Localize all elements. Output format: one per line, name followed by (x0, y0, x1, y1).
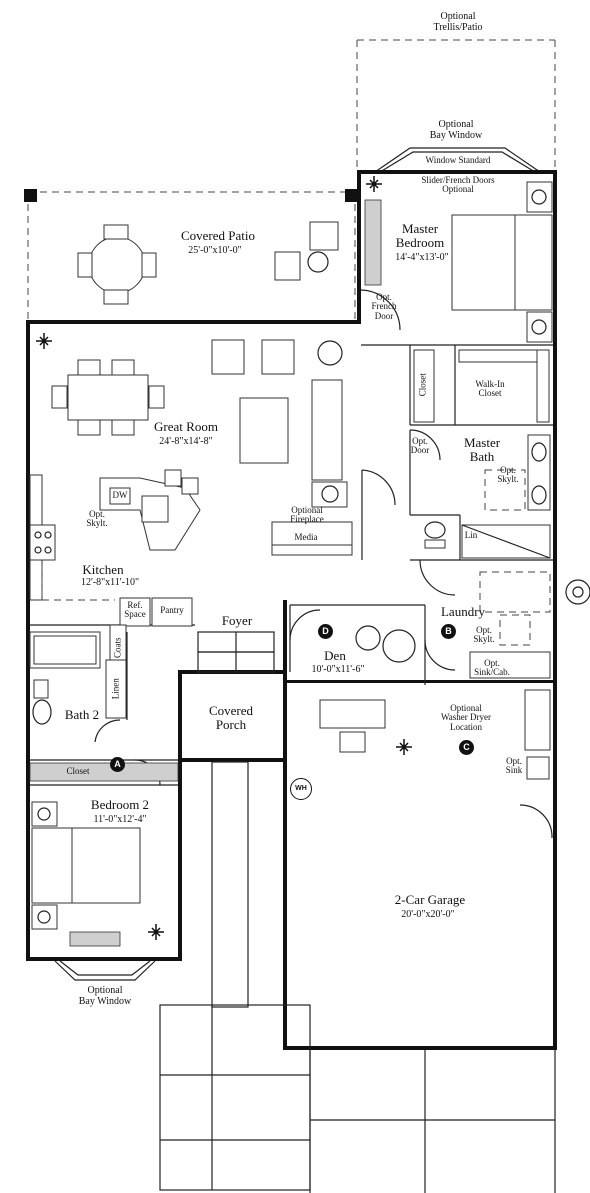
linen-label: Linen (110, 678, 121, 700)
dining-table (51, 359, 165, 436)
master-bedroom-title: Master Bedroom (395, 221, 445, 250)
kitchen-dim: 12'-8"x11'-10" (80, 577, 140, 588)
door-swings (94, 289, 553, 839)
covered-patio-dim: 25'-0"x10'-0" (188, 245, 242, 256)
master-bath-title: Master Bath (463, 435, 501, 464)
media-label: Media (294, 532, 318, 542)
opt-skylt-kitchen-label: Opt. Skylt. (86, 509, 108, 529)
optional-bay-window-bottom (54, 960, 156, 981)
lin-label: Lin (464, 530, 478, 540)
closet-master-label: Closet (417, 373, 428, 397)
kitchen-title: Kitchen (82, 562, 124, 577)
water-heater-symbol: WH (290, 778, 312, 800)
master-bed (364, 181, 553, 343)
marker-a: A (110, 757, 125, 772)
covered-porch-title: Covered Porch (208, 703, 254, 732)
covered-patio-title: Covered Patio (180, 228, 256, 243)
ref-space-label: Ref. Space (124, 600, 146, 620)
den-dim: 10'-0"x11'-6" (311, 664, 365, 675)
foyer-title: Foyer (221, 613, 253, 628)
covered-patio-outline (24, 189, 358, 322)
patio-table (77, 221, 339, 305)
optional-fireplace-label: Optional Fireplace (290, 505, 324, 525)
den-title: Den (324, 648, 346, 663)
exterior-walls (26, 170, 557, 1050)
opt-sink-garage-label: Opt. Sink (505, 756, 523, 776)
opt-door-label: Opt. Door (410, 436, 430, 456)
trellis-label: Optional Trellis/Patio (433, 11, 483, 33)
opt-sink-cab-label: Opt. Sink/Cab. (474, 658, 510, 678)
optional-trellis-outline (356, 39, 556, 170)
closet-shelves (413, 349, 550, 423)
dw-label: DW (112, 490, 128, 500)
optional-bay-window-top (374, 147, 541, 173)
master-bedroom-dim: 14'-4"x13'-0" (395, 252, 449, 263)
media-cabinet (271, 521, 353, 556)
bedroom2-title: Bedroom 2 (90, 797, 150, 812)
master-bath-fixtures (424, 434, 551, 559)
laundry-fixtures (469, 571, 590, 780)
foyer-steps (197, 631, 275, 673)
opt-skylt-bath-label: Opt. Skylt. (497, 465, 519, 485)
den-furniture (319, 625, 416, 753)
plant-symbols (36, 176, 412, 940)
laundry-title: Laundry (440, 604, 486, 619)
bath2-fixtures (29, 624, 179, 782)
slider-doors-label: Slider/French Doors Optional (421, 175, 495, 195)
kitchen-counters (29, 474, 193, 627)
garage-dim: 20'-0"x20'-0" (401, 909, 455, 920)
front-walkway (159, 761, 311, 1191)
driveway (309, 1050, 556, 1193)
opt-french-door-label: Opt. French Door (371, 292, 397, 321)
coats-label: Coats (112, 637, 123, 658)
bath2-title: Bath 2 (64, 707, 100, 722)
bay-window-bottom-label: Optional Bay Window (78, 985, 132, 1007)
great-room-title: Great Room (154, 419, 218, 434)
walk-in-closet-label: Walk-In Closet (475, 379, 505, 399)
marker-b: B (441, 624, 456, 639)
bedroom2-bed (31, 801, 141, 947)
opt-skylt-laundry-label: Opt. Skylt. (473, 625, 495, 645)
great-room-dim: 24'-8"x14'-8" (159, 436, 213, 447)
bedroom2-dim: 11'-0"x12'-4" (93, 814, 147, 825)
optional-washer-dryer-label: Optional Washer Dryer Location (440, 703, 492, 732)
garage-title: 2-Car Garage (394, 892, 466, 907)
bay-window-top-label: Optional Bay Window (429, 119, 483, 141)
closet-bed2-label: Closet (66, 766, 90, 776)
living-furniture (211, 339, 348, 508)
pantry-label: Pantry (160, 605, 184, 615)
kitchen-island (99, 469, 201, 551)
window-standard-label: Window Standard (425, 155, 491, 165)
marker-c: C (459, 740, 474, 755)
marker-d: D (318, 624, 333, 639)
